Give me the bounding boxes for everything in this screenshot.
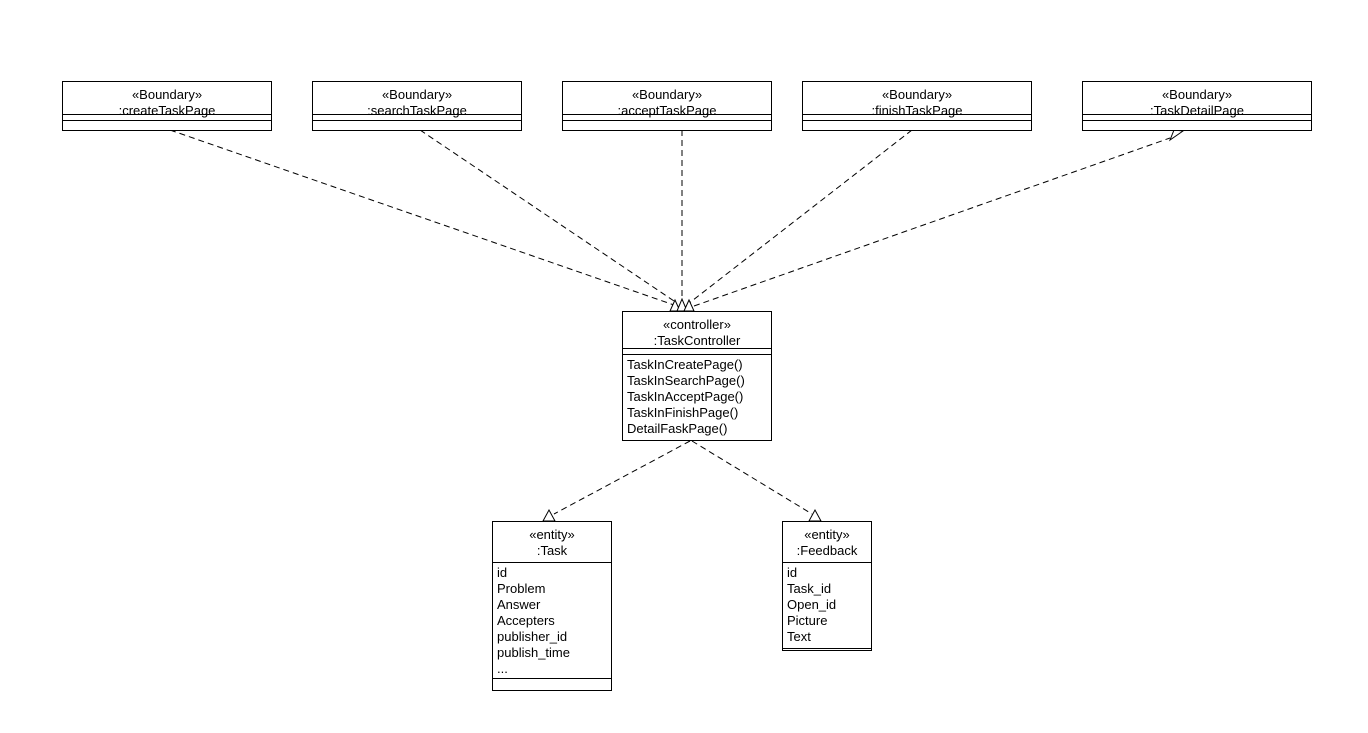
class-name: :TaskDetailPage xyxy=(1150,103,1244,118)
attribute-compartment xyxy=(1083,114,1311,120)
operation-compartment xyxy=(563,120,771,126)
operation: DetailFaskPage() xyxy=(627,421,728,436)
arrowhead-TaskDetailPage xyxy=(1168,129,1185,142)
class-name: :acceptTaskPage xyxy=(617,103,717,118)
attribute: Text xyxy=(787,629,811,644)
stereotype-label: «Boundary» xyxy=(131,87,203,102)
class-header: «Boundary» :createTaskPage xyxy=(63,82,271,118)
attribute: publisher_id xyxy=(497,629,568,644)
class-header: «controller» :TaskController xyxy=(623,312,771,348)
stereotype-label: «Boundary» xyxy=(1161,87,1233,102)
stereotype-label: «entity» xyxy=(529,527,575,542)
class-header: «entity» :Task xyxy=(493,522,611,562)
class-TaskController[interactable]: «controller» :TaskController TaskInCreat… xyxy=(622,311,772,441)
class-name: :createTaskPage xyxy=(118,103,216,118)
attribute-compartment xyxy=(313,114,521,120)
operation: TaskInCreatePage() xyxy=(627,357,743,372)
operation-compartment xyxy=(313,120,521,126)
attribute: Accepters xyxy=(497,613,555,628)
arrowhead-task xyxy=(542,508,556,522)
class-header: «Boundary» :finishTaskPage xyxy=(803,82,1031,118)
operation-compartment: TaskInCreatePage() TaskInSearchPage() Ta… xyxy=(623,354,771,437)
class-TaskDetailPage[interactable]: «Boundary» :TaskDetailPage xyxy=(1082,81,1312,131)
attribute-compartment: id Problem Answer Accepters publisher_id… xyxy=(493,562,611,678)
class-name: :searchTaskPage xyxy=(367,103,467,118)
operation-compartment xyxy=(803,120,1031,126)
attribute-compartment xyxy=(623,348,771,354)
operation: TaskInSearchPage() xyxy=(627,373,745,388)
operation-compartment xyxy=(783,648,871,649)
attribute: Task_id xyxy=(787,581,832,596)
class-name: :Feedback xyxy=(796,543,858,558)
attribute-compartment xyxy=(803,114,1031,120)
class-name: :finishTaskPage xyxy=(871,103,963,118)
class-name: :Task xyxy=(536,543,568,558)
stereotype-label: «Boundary» xyxy=(631,87,703,102)
stereotype-label: «Boundary» xyxy=(381,87,453,102)
class-searchTaskPage[interactable]: «Boundary» :searchTaskPage xyxy=(312,81,522,131)
class-header: «Boundary» :searchTaskPage xyxy=(313,82,521,118)
operation-compartment xyxy=(1083,120,1311,126)
class-header: «entity» :Feedback xyxy=(783,522,871,562)
attribute: publish_time xyxy=(497,645,570,660)
attribute-compartment: id Task_id Open_id Picture Text xyxy=(783,562,871,648)
edge-controller-TaskDetailPage xyxy=(693,137,1171,307)
class-Task[interactable]: «entity» :Task id Problem Answer Accepte… xyxy=(492,521,612,691)
operation: TaskInAcceptPage() xyxy=(627,389,744,404)
edge-searchTaskPage-controller xyxy=(419,129,678,304)
arrowhead-controller-right xyxy=(683,298,695,312)
edge-controller-feedback xyxy=(691,440,813,515)
class-Feedback[interactable]: «entity» :Feedback id Task_id Open_id Pi… xyxy=(782,521,872,651)
class-name: :TaskController xyxy=(653,333,741,348)
class-finishTaskPage[interactable]: «Boundary» :finishTaskPage xyxy=(802,81,1032,131)
operation-compartment xyxy=(493,678,611,679)
class-createTaskPage[interactable]: «Boundary» :createTaskPage xyxy=(62,81,272,131)
attribute-compartment xyxy=(563,114,771,120)
attribute: id xyxy=(787,565,798,580)
class-header: «Boundary» :acceptTaskPage xyxy=(563,82,771,118)
attribute: Problem xyxy=(497,581,546,596)
arrowhead-feedback xyxy=(808,508,822,522)
stereotype-label: «entity» xyxy=(804,527,850,542)
class-acceptTaskPage[interactable]: «Boundary» :acceptTaskPage xyxy=(562,81,772,131)
operation: TaskInFinishPage() xyxy=(627,405,739,420)
attribute: Picture xyxy=(787,613,828,628)
attribute-compartment xyxy=(63,114,271,120)
attribute: id xyxy=(497,565,508,580)
edge-createTaskPage-controller xyxy=(169,129,675,306)
stereotype-label: «controller» xyxy=(663,317,731,332)
edge-finishTaskPage-controller xyxy=(687,129,913,305)
attribute: ... xyxy=(497,661,508,676)
edge-controller-task xyxy=(553,440,691,515)
attribute: Open_id xyxy=(787,597,837,612)
attribute: Answer xyxy=(497,597,541,612)
operation-compartment xyxy=(63,120,271,126)
class-header: «Boundary» :TaskDetailPage xyxy=(1083,82,1311,118)
stereotype-label: «Boundary» xyxy=(881,87,953,102)
